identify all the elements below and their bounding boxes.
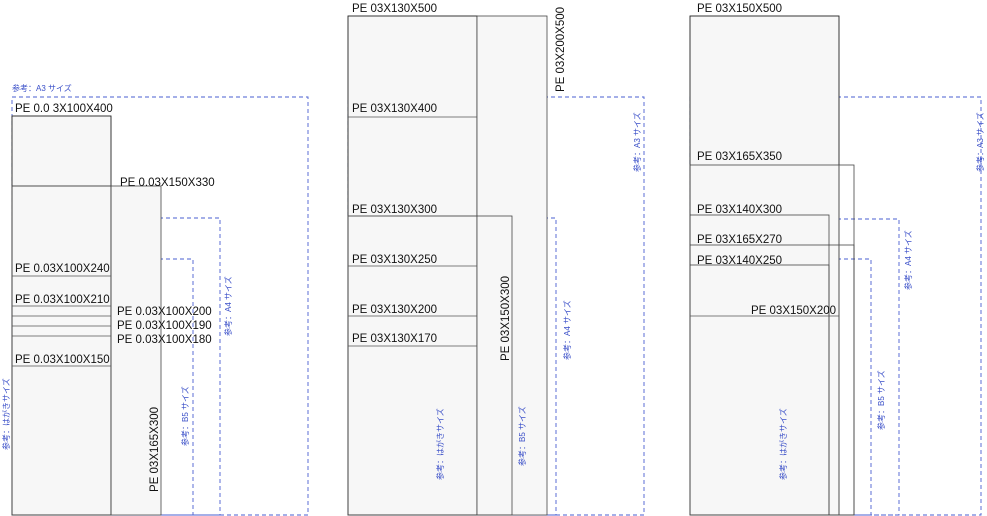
label-g3-165x270: PE 03X165X270	[697, 234, 782, 246]
ref-label-b5-g3: 参考：B5 サイズ	[876, 370, 886, 430]
label-g2-150x300: PE 03X150X300	[500, 276, 512, 361]
label-g3-140x300: PE 03X140X300	[697, 204, 782, 216]
bag-150x330	[110, 185, 162, 516]
label-g1-330: PE 0.03X150X330	[120, 177, 215, 189]
bag-130x500	[347, 15, 478, 516]
label-g2-250: PE 03X130X250	[352, 254, 437, 266]
label-g1-240: PE 0.03X100X240	[15, 263, 110, 275]
label-g1-165x300: PE 03X165X300	[149, 407, 161, 492]
group-2: PE 03X130X500 PE 03X200X500 PE 03X130X40…	[347, 3, 645, 516]
label-g1-200: PE 0.03X100X200	[117, 306, 212, 318]
ref-label-b5-g2: 参考：B5 サイズ	[517, 406, 527, 466]
label-g1-190: PE 0.03X100X190	[117, 320, 212, 332]
ref-label-b5-g1: 参考：B5 サイズ	[180, 386, 190, 446]
group-3: PE 03X150X500 PE 03X165X350 PE 03X140X30…	[689, 3, 985, 516]
label-g2-300: PE 03X130X300	[352, 204, 437, 216]
label-g2-400: PE 03X130X400	[352, 103, 437, 115]
label-g2-200x500: PE 03X200X500	[555, 7, 567, 92]
label-g1-150: PE 0.03X100X150	[15, 354, 110, 366]
ref-label-postcard-g1: 参考：はがきサイズ	[1, 378, 11, 450]
bag-140x250	[689, 264, 830, 516]
label-g3-165x350: PE 03X165X350	[697, 151, 782, 163]
ref-label-postcard-g3: 参考：はがきサイズ	[778, 408, 788, 480]
ref-label-a4-g3: 参考：A4 サイズ	[903, 230, 913, 290]
bag-150x500	[689, 15, 840, 516]
label-g3-500: PE 03X150X500	[697, 3, 782, 15]
label-g3-150x200: PE 03X150X200	[751, 305, 836, 317]
label-g2-170: PE 03X130X170	[352, 333, 437, 345]
ref-label-postcard-g2: 参考：はがきサイズ	[435, 408, 445, 480]
ref-label-a4-g2: 参考：A4 サイズ	[562, 300, 572, 360]
label-g3-140x250: PE 03X140X250	[697, 255, 782, 267]
label-g1-400: PE 0.0 3X100X400	[15, 103, 113, 115]
ref-label-a3-g3: 参考：A3 サイズ	[975, 112, 985, 172]
label-g1-210: PE 0.03X100X210	[15, 294, 110, 306]
ref-label-a3-g1: 参考：A3 サイズ	[12, 83, 72, 93]
label-g2-500: PE 03X130X500	[352, 3, 437, 15]
bag-100x400	[11, 115, 112, 516]
group-1: PE 0.0 3X100X400 PE 0.03X150X330 PE 0.03…	[1, 83, 309, 516]
label-g1-180: PE 0.03X100X180	[117, 334, 212, 346]
label-g2-200: PE 03X130X200	[352, 304, 437, 316]
bag-330-outline	[11, 185, 112, 516]
ref-label-a4-g1: 参考：A4 サイズ	[223, 276, 233, 336]
ref-label-a3-g2: 参考：A3 サイズ	[632, 112, 642, 172]
